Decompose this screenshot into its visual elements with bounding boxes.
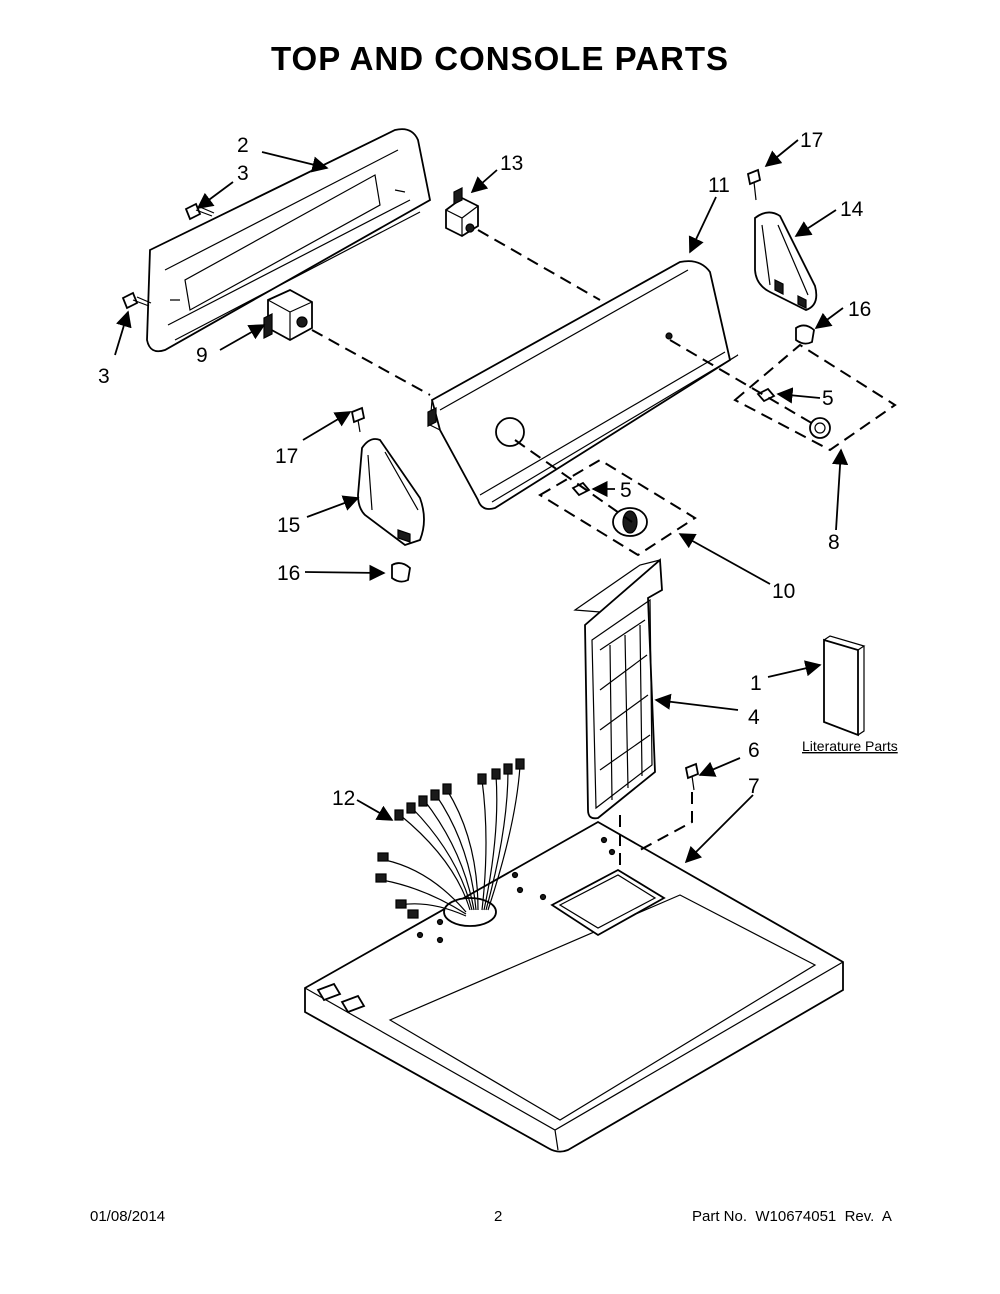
clip-part-16-left [391, 562, 411, 583]
timer-part-9 [263, 288, 313, 342]
lint-screen-part-4 [573, 558, 663, 820]
callout-16-right: 16 [848, 298, 871, 321]
callout-3-upper: 3 [237, 162, 249, 185]
footer-page-number: 2 [494, 1208, 503, 1225]
callout-16-left: 16 [277, 562, 300, 585]
page-title: TOP AND CONSOLE PARTS [271, 40, 729, 77]
callout-11: 11 [708, 174, 730, 197]
knob-assembly-part-8 [733, 343, 897, 452]
callout-17-left: 17 [275, 445, 298, 468]
assembly-lines [311, 229, 816, 870]
callout-17-right: 17 [800, 129, 823, 152]
callout-15: 15 [277, 514, 300, 537]
left-end-cap-part-15 [357, 438, 425, 547]
literature-part-1 [823, 635, 866, 737]
callout-labels: 2 3 3 9 13 11 17 14 16 5 8 5 10 17 15 16… [98, 129, 898, 810]
callout-14: 14 [840, 198, 864, 221]
start-switch-part-13 [445, 187, 479, 238]
clip-part-16-right [795, 324, 815, 345]
rear-console-panel [146, 128, 432, 353]
footer-part-number: Part No. W10674051 Rev. A [692, 1208, 892, 1225]
callout-5-left: 5 [620, 479, 632, 502]
literature-parts-label: Literature Parts [802, 738, 898, 754]
callout-5-right: 5 [822, 387, 834, 410]
footer-date: 01/08/2014 [90, 1208, 166, 1225]
console-part-11 [427, 260, 739, 510]
callout-13: 13 [500, 152, 523, 175]
callout-4: 4 [748, 706, 760, 729]
right-end-cap-part-14 [754, 211, 818, 311]
callout-2: 2 [237, 134, 249, 157]
screw-part-3-upper [184, 202, 215, 221]
callout-10: 10 [772, 580, 795, 603]
screw-part-6 [684, 762, 700, 791]
callout-7: 7 [748, 775, 760, 798]
callout-9: 9 [196, 344, 208, 367]
top-panel-part-7 [304, 820, 844, 1153]
callout-1: 1 [750, 672, 762, 695]
callout-12: 12 [332, 787, 355, 810]
screw-part-17-left [350, 406, 366, 433]
leader-arrows [114, 139, 849, 864]
screw-part-17-right [746, 168, 762, 201]
callout-8: 8 [828, 531, 840, 554]
callout-6: 6 [748, 739, 760, 762]
callout-3-lower: 3 [98, 365, 110, 388]
screw-part-3-lower [121, 291, 152, 310]
knob-assembly-part-10 [538, 458, 697, 557]
wire-harness-part-12 [375, 758, 525, 919]
